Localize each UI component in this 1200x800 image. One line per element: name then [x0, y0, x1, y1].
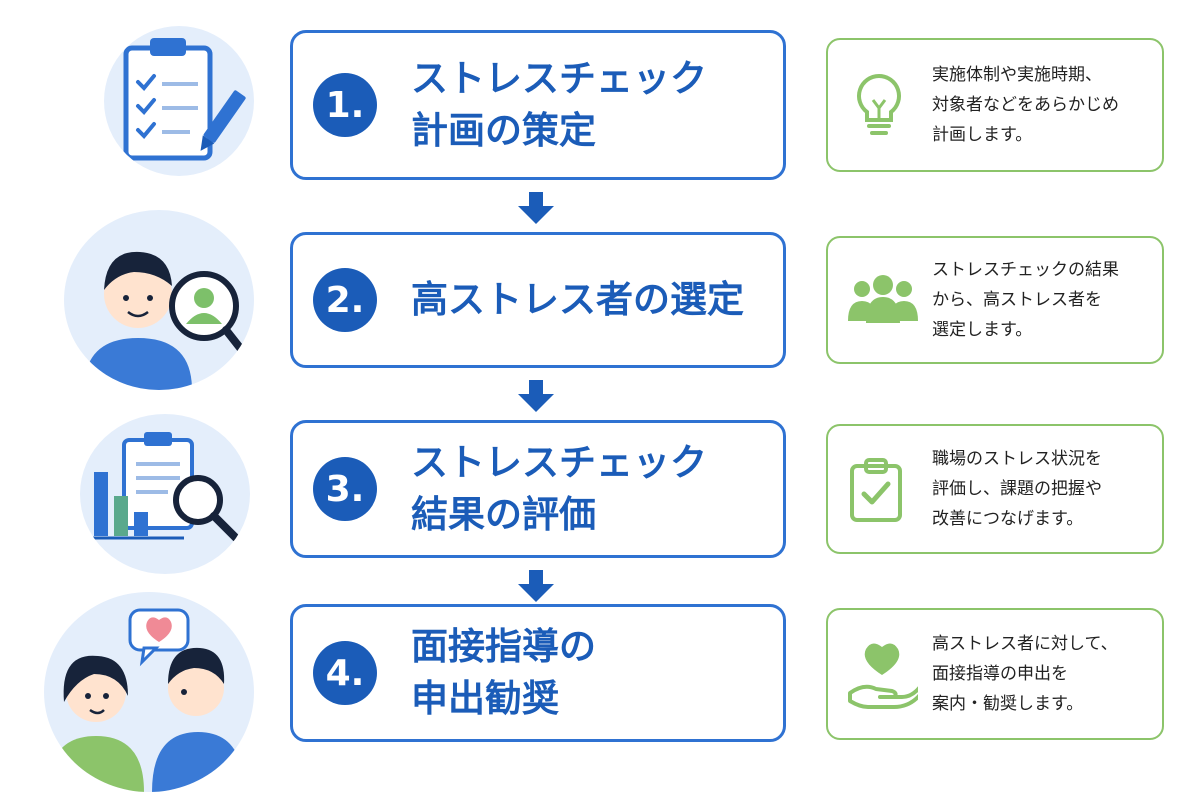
step-number-badge: 1. — [313, 73, 377, 137]
down-arrow-icon — [518, 192, 554, 224]
step-4-note: 高ストレス者に対して、 面接指導の申出を 案内・勧奨します。 — [826, 608, 1164, 740]
step-3-box: 3. ストレスチェック 結果の評価 — [290, 420, 786, 558]
clipboard-check-icon — [850, 458, 902, 522]
step-number-badge: 2. — [313, 268, 377, 332]
down-arrow-icon — [518, 570, 554, 602]
illustration-person-magnifier — [64, 210, 254, 390]
note-text: 職場のストレス状況を 評価し、課題の把握や 改善につなげます。 — [932, 449, 1102, 529]
note-text: ストレスチェックの結果 から、高ストレス者を 選定します。 — [932, 260, 1119, 340]
step-number-badge: 3. — [313, 457, 377, 521]
step-number-badge: 4. — [313, 641, 377, 705]
step-1-box: 1. ストレスチェック 計画の策定 — [290, 30, 786, 180]
step-title: 高ストレス者の選定 — [411, 278, 744, 321]
illustration-chart-clipboard — [80, 414, 250, 574]
illustration-clipboard — [104, 26, 254, 176]
note-text: 高ストレス者に対して、 面接指導の申出を 案内・勧奨します。 — [932, 634, 1118, 714]
step-1-note: 実施体制や実施時期、 対象者などをあらかじめ 計画します。 — [826, 38, 1164, 172]
step-title: ストレスチェック 計画の策定 — [411, 57, 707, 152]
step-4-box: 4. 面接指導の 申出勧奨 — [290, 604, 786, 742]
lightbulb-icon — [857, 73, 901, 135]
clipboard-checklist-icon — [123, 38, 246, 161]
step-2-box: 2. 高ストレス者の選定 — [290, 232, 786, 368]
person-magnifier-icon — [84, 251, 252, 390]
step-title: 面接指導の 申出勧奨 — [411, 625, 596, 720]
step-3-note: 職場のストレス状況を 評価し、課題の把握や 改善につなげます。 — [826, 424, 1164, 554]
group-people-icon — [848, 275, 918, 323]
note-text: 実施体制や実施時期、 対象者などをあらかじめ 計画します。 — [932, 65, 1119, 145]
step-2-note: ストレスチェックの結果 から、高ストレス者を 選定します。 — [826, 236, 1164, 364]
down-arrow-icon — [518, 380, 554, 412]
illustration-two-people — [44, 592, 254, 792]
step-title: ストレスチェック 結果の評価 — [411, 441, 707, 536]
hand-heart-icon — [848, 643, 918, 709]
two-people-heart-icon — [48, 608, 244, 792]
chart-clipboard-magnifier-icon — [88, 432, 240, 542]
